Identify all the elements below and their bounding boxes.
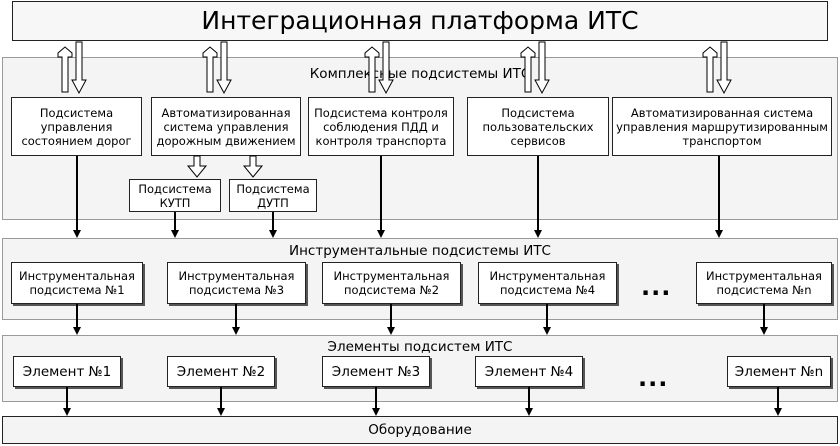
integration-platform-title: Интеграционная платформа ИТС — [12, 1, 828, 41]
hollow-down-arrow-icon — [242, 155, 264, 178]
instrumental-ellipsis: ... — [641, 273, 672, 301]
instrumental-subsystem-node: Инструментальная подсистема №n — [696, 262, 832, 304]
page-title: Интеграционная платформа ИТС — [201, 6, 639, 35]
complex-subsystem-node: Подсистема контроля соблюдения ПДД и кон… — [308, 97, 454, 156]
element-node: Элемент №3 — [322, 356, 430, 387]
complex-subsystem-node: Подсистема управления состоянием дорог — [11, 97, 142, 156]
instrumental-section-label: Инструментальные подсистемы ИТС — [288, 243, 551, 259]
element-node: Элемент №2 — [167, 356, 275, 387]
double-arrow-icon — [202, 41, 232, 95]
complex-section-label: Комплексные подсистемы ИТС — [309, 66, 531, 82]
double-arrow-icon — [702, 41, 732, 95]
dutp-subsystem-node: Подсистема ДУТП — [229, 179, 317, 212]
complex-subsystem-node: Автоматизированная система управления ма… — [612, 97, 832, 156]
complex-subsystem-node: Подсистема пользовательских сервисов — [467, 97, 609, 156]
instrumental-subsystem-node: Инструментальная подсистема №2 — [322, 262, 461, 304]
elements-section-label: Элементы подсистем ИТС — [327, 339, 513, 355]
down-arrow-icon — [73, 156, 723, 238]
element-node: Элемент №4 — [475, 356, 583, 387]
double-arrow-icon — [364, 41, 394, 95]
instrumental-subsystem-node: Инструментальная подсистема №1 — [11, 262, 143, 304]
double-arrow-icon — [520, 41, 550, 95]
instrumental-subsystem-node: Инструментальная подсистема №3 — [167, 262, 306, 304]
equipment-bar: Оборудование — [2, 416, 838, 444]
kutp-subsystem-node: Подсистема КУТП — [129, 179, 221, 212]
complex-subsystem-node: Автоматизированная система управления до… — [151, 97, 301, 156]
down-arrow-icon — [73, 304, 768, 335]
elements-ellipsis: ... — [638, 364, 669, 392]
hollow-down-arrow-icon — [186, 155, 208, 178]
instrumental-subsystem-node: Инструментальная подсистема №4 — [478, 262, 617, 304]
down-arrow-icon — [63, 387, 782, 416]
element-node: Элемент №n — [727, 356, 831, 387]
double-arrow-icon — [57, 41, 87, 95]
element-node: Элемент №1 — [13, 356, 121, 387]
equipment-label: Оборудование — [368, 422, 472, 438]
